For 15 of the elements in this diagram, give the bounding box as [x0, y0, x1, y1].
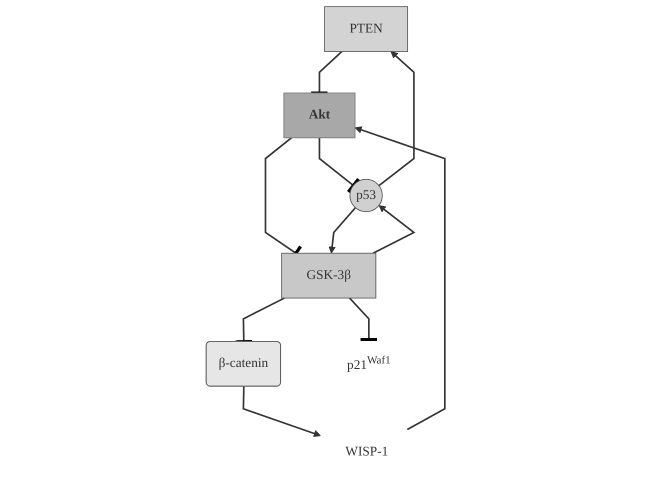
arrow: [372, 205, 416, 254]
inhibition-line: [348, 298, 379, 342]
protein-box: β-catenin: [206, 340, 282, 387]
protein-box: PTEN: [324, 6, 408, 52]
protein-box: GSK-3β: [281, 252, 376, 298]
arrow: [328, 207, 356, 254]
protein-circle: p53: [350, 178, 383, 212]
inhibition-line: [318, 138, 360, 194]
arrow: [242, 386, 321, 438]
node-label: WISP-1: [345, 444, 388, 459]
protein-box: Akt: [283, 92, 356, 138]
node-label: p21$^{Waf1}$: [347, 354, 391, 372]
inhibition-line: [309, 50, 342, 95]
arrow: [378, 51, 415, 186]
arrow: [354, 126, 446, 430]
